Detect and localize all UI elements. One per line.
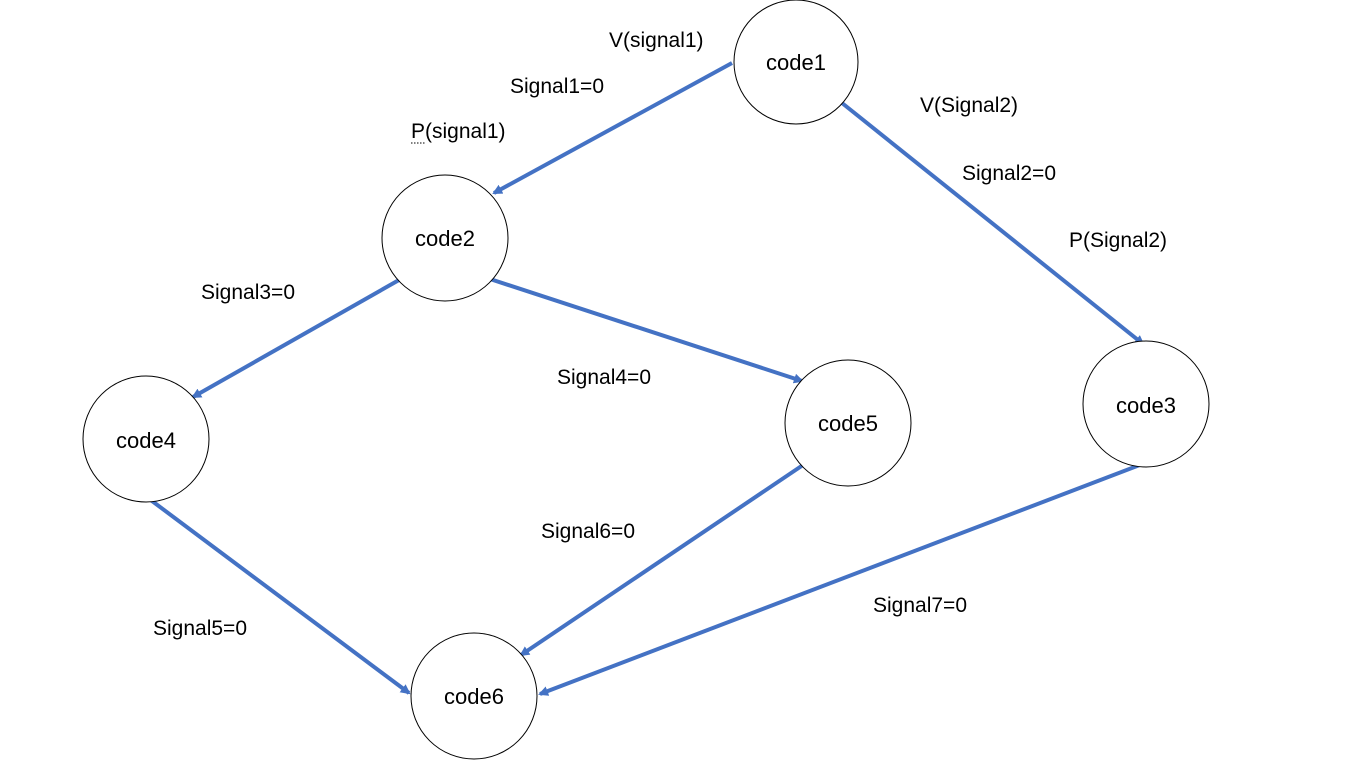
edge-code2-to-code4: [191, 278, 400, 399]
node-circle: [410, 632, 538, 760]
node-circle: [82, 375, 210, 503]
node-circle: [733, 0, 859, 125]
node-circle: [784, 359, 912, 487]
label-signal4: Signal4=0: [557, 366, 651, 389]
node-label: code1: [766, 50, 826, 75]
node-label: code2: [415, 226, 475, 251]
node-code6: code6: [410, 632, 538, 760]
edge-labels: V(signal1) Signal1=0 P(signal1) V(Signal…: [153, 29, 1167, 640]
label-p-signal2: P(Signal2): [1069, 229, 1167, 252]
edge-code1-to-code2: [492, 61, 733, 195]
node-label: code3: [1116, 393, 1176, 418]
edges: [146, 61, 1146, 696]
node-code3: code3: [1082, 340, 1210, 468]
node-circle: [381, 174, 509, 302]
label-signal6: Signal6=0: [541, 520, 635, 543]
node-code4: code4: [82, 375, 210, 503]
label-signal5: Signal5=0: [153, 617, 247, 640]
edge-code3-to-code6: [538, 461, 1146, 696]
node-circle: [1082, 340, 1210, 468]
node-label: code6: [444, 684, 504, 709]
label-signal2: Signal2=0: [962, 162, 1056, 185]
label-signal7: Signal7=0: [873, 594, 967, 617]
edge-code4-to-code6: [146, 496, 411, 695]
node-label: code4: [116, 428, 176, 453]
node-label: code5: [818, 411, 878, 436]
label-v-signal2: V(Signal2): [920, 94, 1018, 117]
label-v-signal1: V(signal1): [609, 29, 704, 52]
label-signal3: Signal3=0: [201, 281, 295, 304]
label-signal1: Signal1=0: [510, 75, 604, 98]
label-p-signal1: P(signal1): [411, 120, 506, 143]
edge-code5-to-code6: [519, 463, 805, 657]
node-code1: code1: [733, 0, 859, 125]
edge-code1-to-code3: [840, 101, 1145, 346]
node-code5: code5: [784, 359, 912, 487]
edge-code2-to-code5: [489, 277, 804, 384]
node-code2: code2: [381, 174, 509, 302]
